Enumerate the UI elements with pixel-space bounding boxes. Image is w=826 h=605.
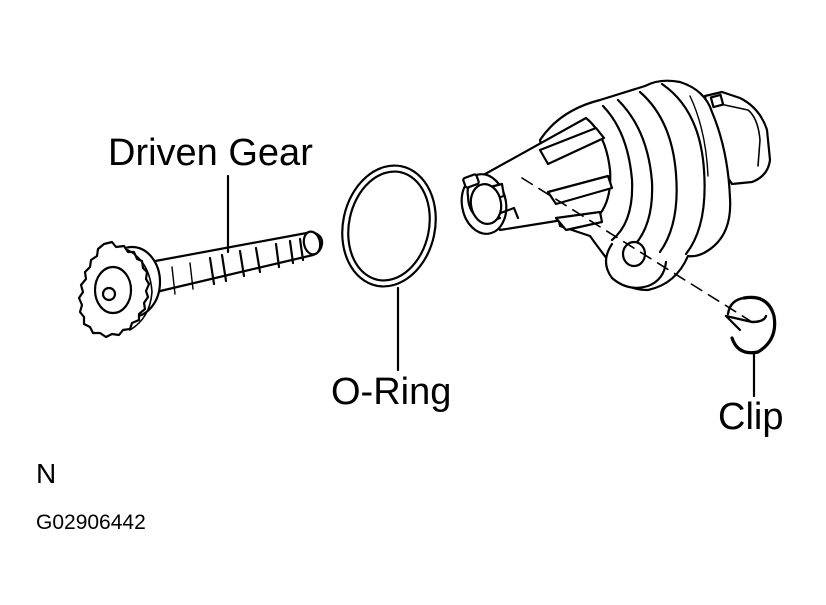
corner-letter: N bbox=[36, 458, 57, 489]
figure-code: G02906442 bbox=[36, 511, 146, 534]
o-ring-label: O-Ring bbox=[331, 371, 452, 413]
gear-shaft bbox=[148, 230, 324, 295]
clip bbox=[724, 295, 777, 355]
alignment-dashed-line bbox=[521, 177, 753, 323]
speed-sensor-housing bbox=[460, 79, 772, 292]
driven-gear bbox=[77, 230, 324, 339]
driven-gear-label: Driven Gear bbox=[108, 132, 313, 174]
mounting-hole bbox=[621, 240, 647, 268]
clip-label: Clip bbox=[718, 396, 784, 438]
o-ring bbox=[341, 164, 437, 288]
gear-bore bbox=[101, 286, 117, 302]
